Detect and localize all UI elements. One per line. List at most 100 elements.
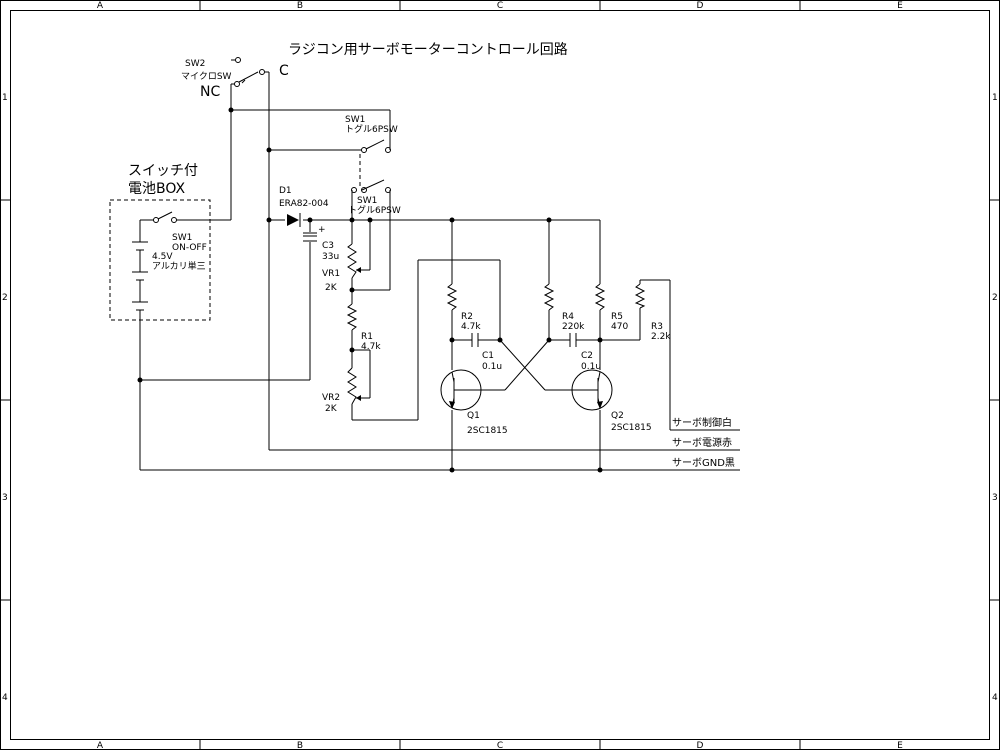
d1-diode bbox=[287, 213, 301, 227]
sw1-mid-switch bbox=[351, 179, 391, 193]
r4-ref: R4 bbox=[562, 312, 574, 322]
c1-capacitor bbox=[471, 333, 479, 347]
row-label-2: 2 bbox=[2, 293, 8, 303]
q1-part: 2SC1815 bbox=[467, 426, 508, 436]
sw1-top-type: トグル6PSW bbox=[345, 123, 398, 135]
junction-dot bbox=[137, 377, 143, 383]
r4-value: 220k bbox=[562, 322, 585, 332]
c1-value: 0.1u bbox=[482, 362, 502, 372]
row-label-1: 1 bbox=[2, 93, 8, 103]
r3-resistor bbox=[634, 283, 646, 309]
r1-ref: R1 bbox=[361, 332, 373, 342]
junction-dot bbox=[546, 217, 552, 223]
q1-transistor bbox=[440, 369, 482, 411]
q2-transistor bbox=[571, 369, 613, 411]
sw1-mid-type: トグル6PSW bbox=[348, 204, 401, 216]
sw2-nc-label: NC bbox=[200, 84, 220, 100]
d1-part: ERA82-004 bbox=[279, 199, 329, 209]
junction-dot bbox=[349, 287, 355, 293]
diagram-title: ラジコン用サーボモーターコントロール回路 bbox=[288, 42, 568, 58]
q1-ref: Q1 bbox=[467, 411, 480, 421]
col-label-d: D bbox=[697, 1, 704, 11]
sw1-top-ref: SW1 bbox=[345, 115, 365, 125]
junction-dot bbox=[449, 467, 455, 473]
c1-ref: C1 bbox=[482, 351, 494, 361]
junction-dot bbox=[597, 467, 603, 473]
junction-dot bbox=[228, 107, 234, 113]
col-label-a: A bbox=[97, 1, 104, 11]
c3-ref: C3 bbox=[322, 241, 334, 251]
junction-dot bbox=[497, 337, 503, 343]
wires bbox=[139, 72, 740, 471]
vr1-ref: VR1 bbox=[322, 269, 340, 279]
r3-value: 2.2k bbox=[651, 332, 671, 342]
junction-dots bbox=[137, 107, 603, 473]
r2-resistor bbox=[446, 283, 458, 311]
battery-box-title1: スイッチ付 bbox=[128, 163, 198, 179]
row-label-2-right: 2 bbox=[992, 293, 998, 303]
output-gnd-label: サーボGND黒 bbox=[672, 457, 735, 469]
junction-dot bbox=[349, 217, 355, 223]
row-label-3-right: 3 bbox=[992, 493, 998, 503]
sw1-box-switch bbox=[153, 211, 177, 223]
vr2-potentiometer bbox=[347, 367, 370, 405]
col-label-d-bottom: D bbox=[697, 741, 704, 750]
c2-ref: C2 bbox=[581, 351, 593, 361]
col-label-e: E bbox=[897, 1, 903, 11]
battery-symbol bbox=[132, 241, 148, 311]
col-label-b-bottom: B bbox=[297, 741, 303, 750]
battery-box-title2: 電池BOX bbox=[128, 181, 185, 197]
battery-voltage: 4.5V bbox=[152, 252, 173, 262]
vr2-ref: VR2 bbox=[322, 393, 340, 403]
d1-ref: D1 bbox=[279, 186, 292, 196]
r1-resistor bbox=[346, 303, 358, 331]
row-label-4: 4 bbox=[2, 693, 8, 703]
sw2-c-label: C bbox=[279, 63, 289, 79]
output-control-label: サーボ制御白 bbox=[672, 416, 732, 429]
junction-dot bbox=[367, 217, 373, 223]
junction-dot bbox=[266, 147, 272, 153]
sw2-type: マイクロSW bbox=[181, 71, 232, 82]
c3-capacitor: + bbox=[303, 225, 326, 242]
col-label-c: C bbox=[497, 1, 503, 11]
vr1-value: 2K bbox=[325, 283, 338, 293]
junction-dot bbox=[546, 337, 552, 343]
r2-value: 4.7k bbox=[461, 322, 481, 332]
q2-part: 2SC1815 bbox=[611, 423, 652, 433]
junction-dot bbox=[266, 217, 272, 223]
col-label-a-bottom: A bbox=[97, 741, 104, 750]
sw1-box-ref: SW1 bbox=[172, 233, 192, 243]
svg-text:+: + bbox=[318, 225, 326, 235]
output-power-label: サーボ電源赤 bbox=[672, 436, 732, 449]
col-label-b: B bbox=[297, 1, 303, 11]
battery-box-outline bbox=[109, 199, 211, 321]
r3-ref: R3 bbox=[651, 322, 663, 332]
r5-ref: R5 bbox=[611, 312, 623, 322]
c2-value: 0.1u bbox=[581, 362, 601, 372]
battery-type: アルカリ単三 bbox=[152, 260, 206, 272]
r2-ref: R2 bbox=[461, 312, 473, 322]
vr1-potentiometer bbox=[347, 243, 370, 279]
row-label-1-right: 1 bbox=[992, 93, 998, 103]
c2-capacitor bbox=[569, 333, 577, 347]
sw2-ref: SW2 bbox=[185, 59, 205, 69]
vr2-value: 2K bbox=[325, 404, 338, 414]
r5-resistor bbox=[594, 283, 606, 311]
col-label-c-bottom: C bbox=[497, 741, 503, 750]
r4-resistor bbox=[543, 283, 555, 311]
q2-ref: Q2 bbox=[611, 411, 624, 421]
row-label-3: 3 bbox=[2, 493, 8, 503]
sw1-box-type: ON-OFF bbox=[172, 243, 207, 253]
col-label-e-bottom: E bbox=[897, 741, 903, 750]
r5-value: 470 bbox=[611, 322, 628, 332]
sw2-microswitch bbox=[231, 57, 269, 87]
junction-dot bbox=[449, 217, 455, 223]
c3-value: 33u bbox=[322, 252, 339, 262]
row-label-4-right: 4 bbox=[992, 693, 998, 703]
junction-dot bbox=[349, 347, 355, 353]
junction-dot bbox=[597, 337, 603, 343]
r1-value: 4.7k bbox=[361, 342, 381, 352]
